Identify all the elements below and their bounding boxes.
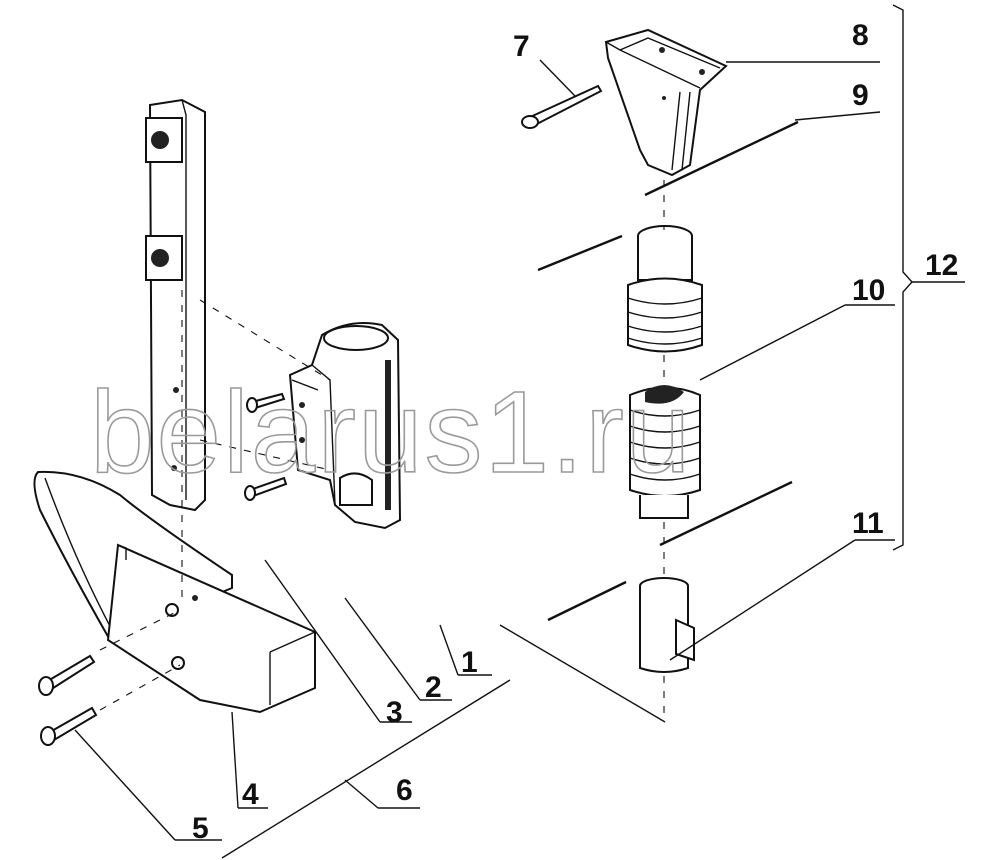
bolt-lower [244,476,288,501]
seed-funnel [604,28,728,177]
callout-8: 8 [852,19,869,52]
bellows-tube-upper [627,225,703,353]
callout-12: 12 [925,249,958,282]
callout-9: 9 [852,79,869,112]
leader-lines [74,4,965,859]
rod-upper [644,120,799,197]
callout-11: 11 [852,507,884,540]
socket-bracket [288,322,402,530]
callout-1: 1 [461,646,478,679]
shoe-plate [106,543,316,714]
callout-10: 10 [852,274,885,307]
bellows-tube-lower [629,385,701,519]
callout-5: 5 [192,812,209,845]
watermark: belarus1.ru [90,367,692,497]
callout-4: 4 [242,778,259,811]
callout-labels: 1 2 3 4 5 6 7 8 9 10 11 12 [192,19,958,845]
pin-upper-left [537,234,623,272]
callout-6: 6 [396,774,413,807]
cotter-pin [521,84,603,129]
centerlines [99,180,665,720]
callout-3: 3 [386,696,403,729]
shank-post [145,98,206,512]
bolt-shoe-upper [38,654,96,696]
rod-lower [659,480,793,547]
tube-sleeve [639,577,695,673]
callout-7: 7 [513,30,530,63]
pin-lower-left [547,580,627,622]
bolt-upper [246,392,286,413]
bolt-shoe-lower [40,706,98,746]
callout-2: 2 [425,671,442,704]
